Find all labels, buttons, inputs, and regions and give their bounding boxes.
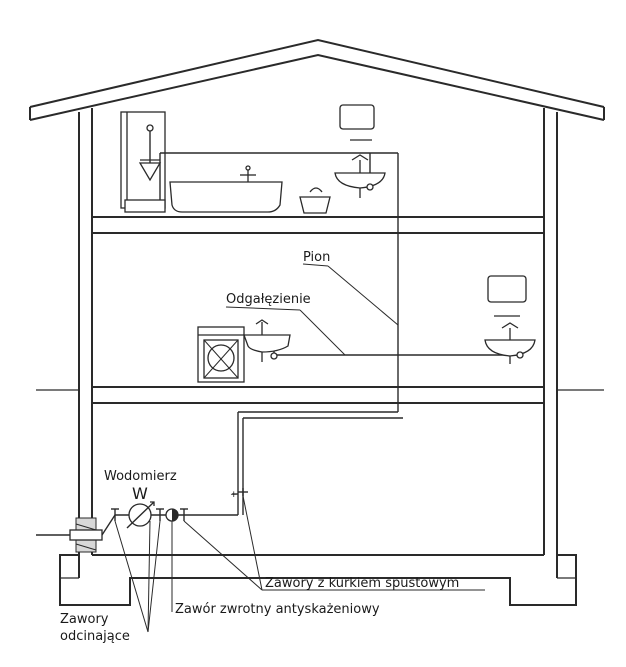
washbasin-top xyxy=(334,139,386,198)
house-walls xyxy=(78,108,558,578)
leader-lines xyxy=(114,263,485,633)
shutoff-valve-right xyxy=(156,508,164,521)
label-w: W xyxy=(132,484,148,503)
label-odcinajace: odcinające xyxy=(60,629,130,644)
washbasin-middle xyxy=(484,315,536,364)
sink-middle xyxy=(243,319,291,362)
svg-text:+: + xyxy=(230,490,238,500)
drain-valve-a xyxy=(180,508,188,521)
washing-machine xyxy=(197,326,245,383)
label-zawory-z-kurkiem: Zawory z kurkiem spustowym xyxy=(265,576,459,591)
water-meter xyxy=(126,501,155,529)
label-zawor-zwrotny: Zawór zwrotny antyskażeniowy xyxy=(175,602,380,617)
bathtub xyxy=(169,165,283,213)
label-odgalezienie: Odgałęzienie xyxy=(226,292,311,307)
check-valve xyxy=(165,508,179,522)
label-wodomierz: Wodomierz xyxy=(104,469,177,484)
wall-sleeve xyxy=(69,517,103,553)
shutoff-valve-left xyxy=(111,508,119,521)
label-zawory: Zawory xyxy=(60,612,109,627)
mirror-middle xyxy=(487,275,527,303)
foundation xyxy=(59,554,577,606)
mirror-top xyxy=(339,104,375,130)
label-pion: Pion xyxy=(303,250,330,265)
roof xyxy=(29,38,605,121)
bidet xyxy=(299,187,331,214)
drain-valve-b: + xyxy=(230,488,248,500)
shower-cabin xyxy=(120,111,166,213)
